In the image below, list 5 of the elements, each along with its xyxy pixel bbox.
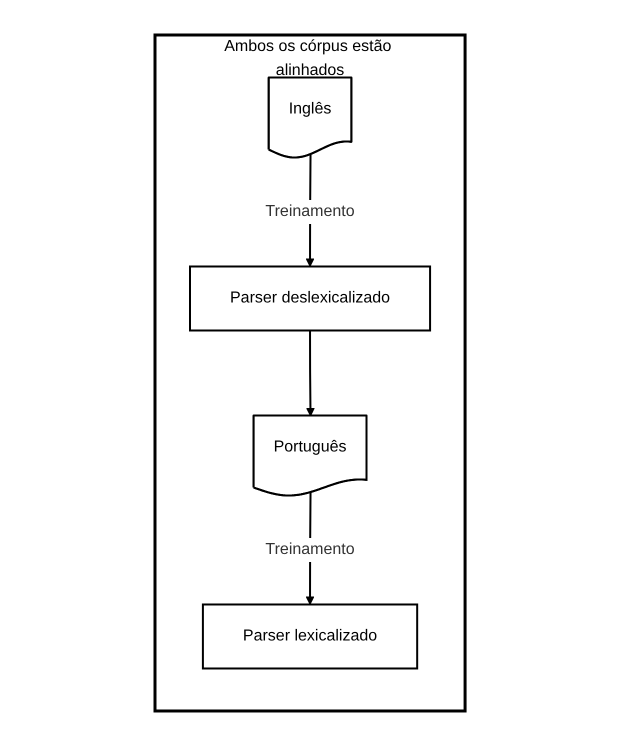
node-box: Parser deslexicalizado <box>188 265 432 331</box>
edge-label: Treinamento <box>265 540 355 558</box>
arrow <box>306 330 315 416</box>
node-box: Parser lexicalizado <box>202 602 418 669</box>
edge-label: Treinamento <box>265 202 355 220</box>
